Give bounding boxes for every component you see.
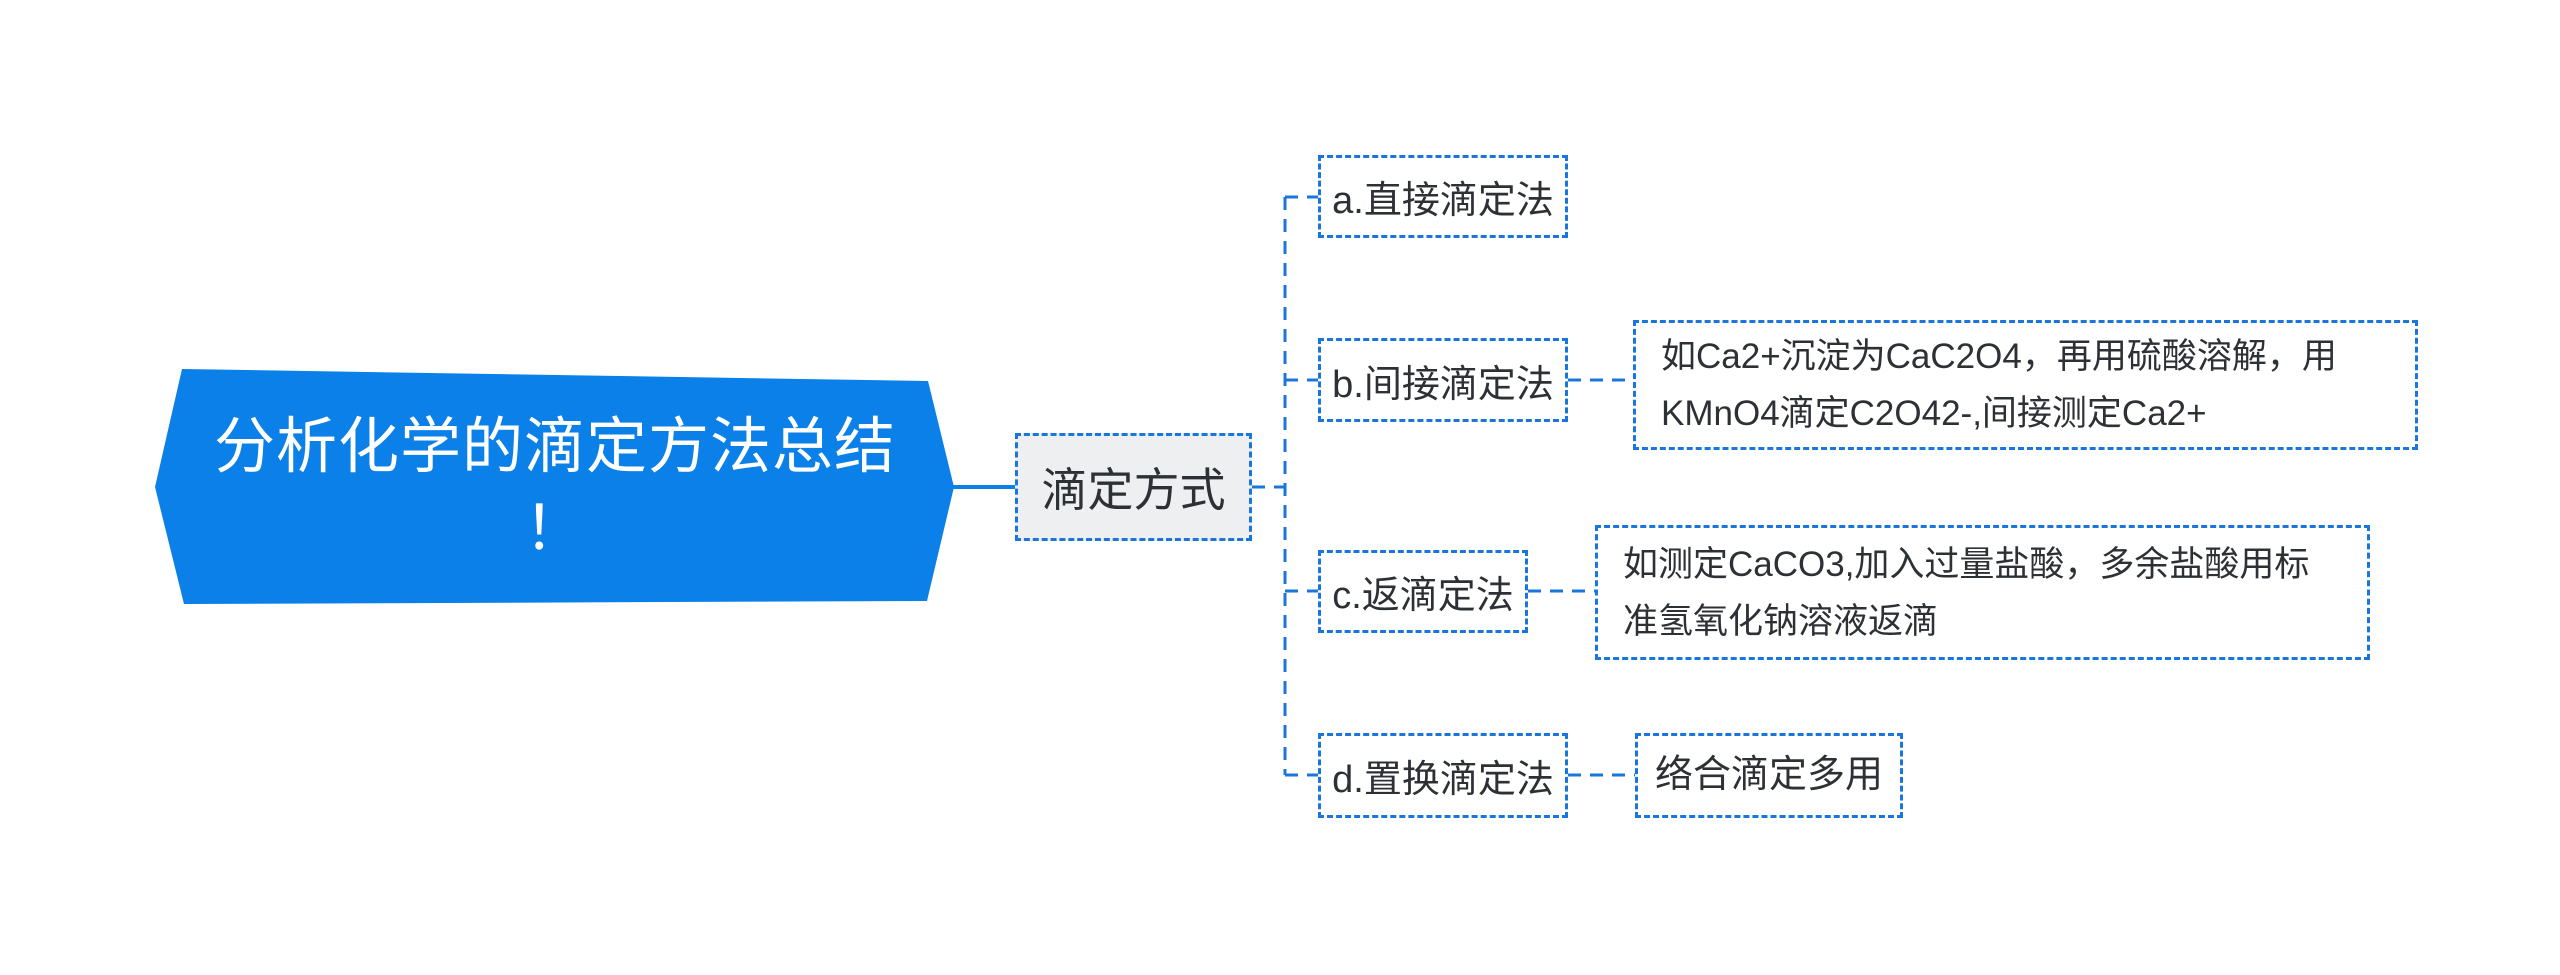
branch-d-detail-line1: 络合滴定多用 xyxy=(1654,754,1883,796)
node-branch-b-indirect-titration[interactable]: b.间接滴定法 xyxy=(1318,338,1568,422)
node-branch-b-detail[interactable]: 如Ca2+沉淀为CaC2O4，再用硫酸溶解，用 KMnO4滴定C2O42-,间接… xyxy=(1633,320,2418,450)
node-branch-c-label: c.返滴定法 xyxy=(1332,575,1514,617)
node-branch-c-detail[interactable]: 如测定CaCO3,加入过量盐酸，多余盐酸用标 准氢氧化钠溶液返滴 xyxy=(1595,525,2370,660)
root-topic-title-line1: 分析化学的滴定方法总结 xyxy=(213,412,896,480)
node-branch-c-back-titration[interactable]: c.返滴定法 xyxy=(1318,550,1528,633)
node-branch-d-label: d.置换滴定法 xyxy=(1332,759,1554,801)
branch-c-detail-line2: 准氢氧化钠溶液返滴 xyxy=(1623,601,1939,641)
node-branch-a-label: a.直接滴定法 xyxy=(1332,180,1554,222)
node-center-titration-method[interactable]: 滴定方式 xyxy=(1015,433,1252,541)
branch-b-detail-line2: KMnO4滴定C2O42-,间接测定Ca2+ xyxy=(1661,394,2207,433)
node-branch-a-direct-titration[interactable]: a.直接滴定法 xyxy=(1318,155,1568,238)
root-topic-title-line2: ！ xyxy=(523,494,586,562)
node-branch-d-replacement-titration[interactable]: d.置换滴定法 xyxy=(1318,733,1568,818)
node-branch-b-label: b.间接滴定法 xyxy=(1332,363,1554,406)
branch-c-detail-line1: 如测定CaCO3,加入过量盐酸，多余盐酸用标 xyxy=(1623,544,2310,584)
branch-b-detail-line1: 如Ca2+沉淀为CaC2O4，再用硫酸溶解，用 xyxy=(1661,337,2337,376)
node-branch-d-detail[interactable]: 络合滴定多用 xyxy=(1635,733,1903,818)
node-center-label: 滴定方式 xyxy=(1041,464,1226,516)
root-topic[interactable]: 分析化学的滴定方法总结 ！ xyxy=(165,373,945,601)
